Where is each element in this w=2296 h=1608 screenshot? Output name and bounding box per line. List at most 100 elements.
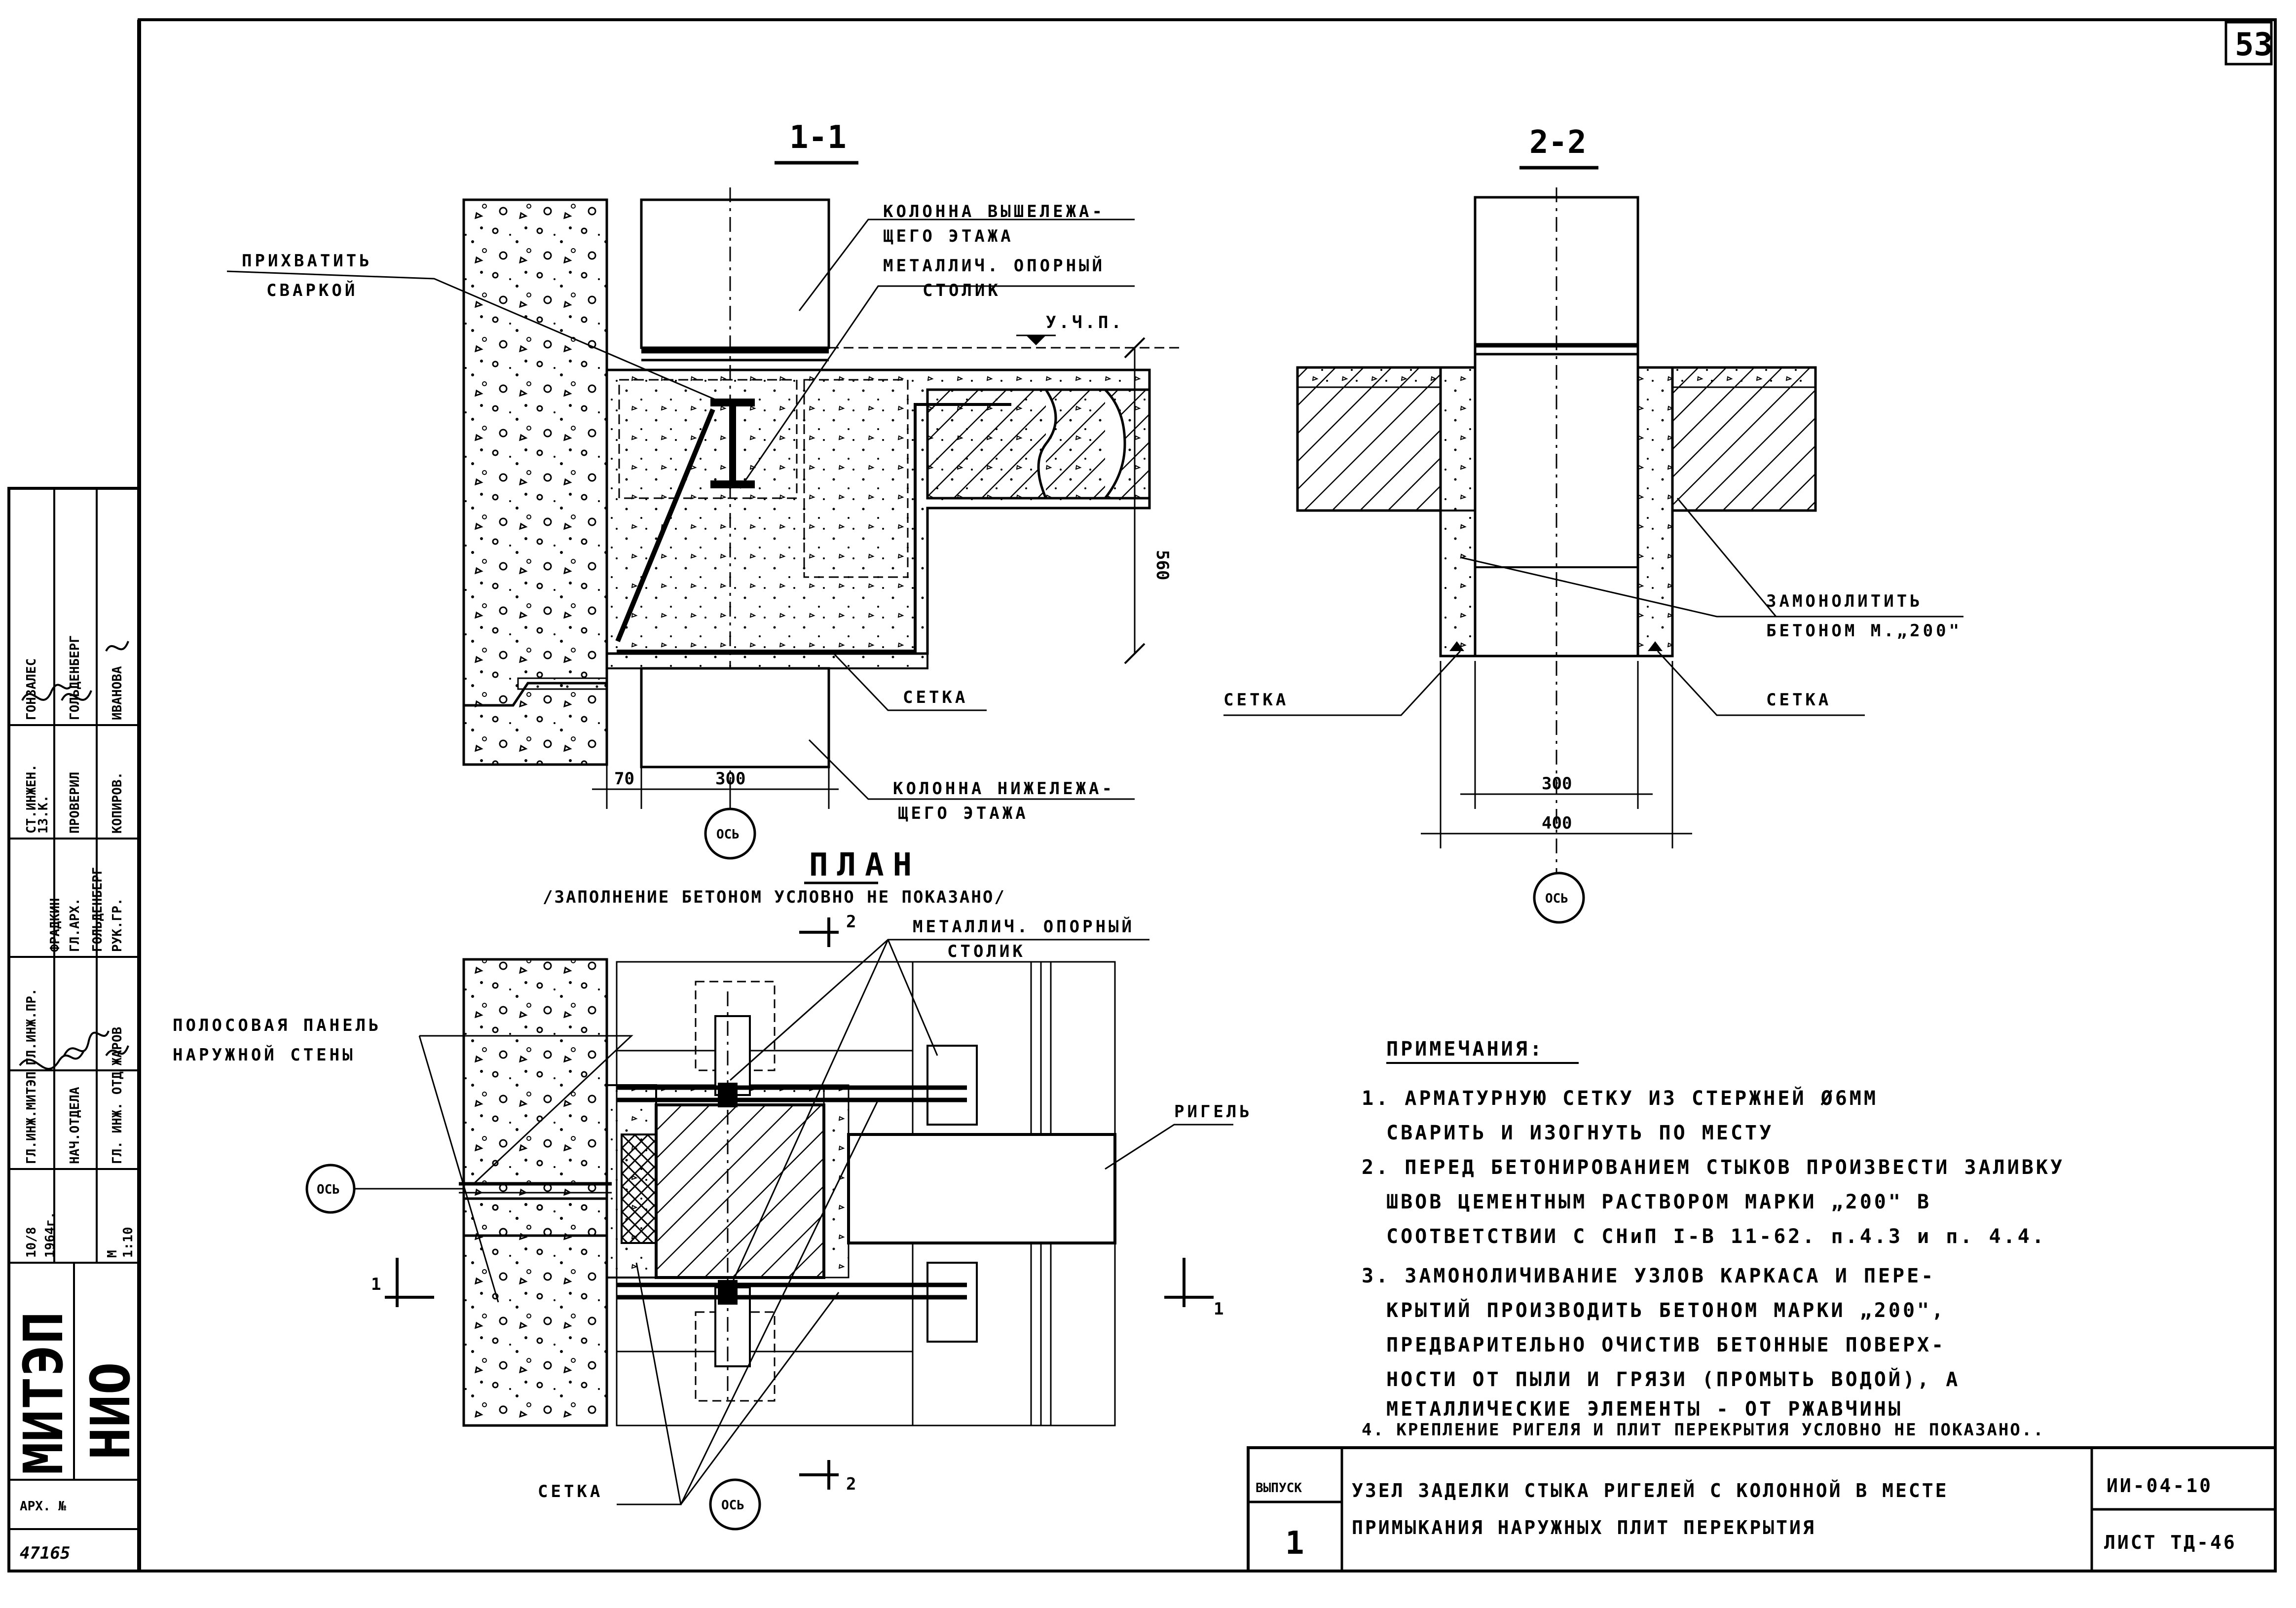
stamp-role-proveril: ПРОВЕРИЛ [68,772,82,834]
label-wall-panel-2: НАРУЖНОЙ СТЕНЫ [173,1045,356,1065]
side-stamp: ГЛ.ИНЖ.МИТЭП НАЧ.ОТДЕЛА ГЛ. ИНЖ. ОТД ГЛ.… [7,487,142,1572]
note-3-line-2: КРЫТИЙ ПРОИЗВОДИТЬ БЕТОНОМ МАРКИ „200", [1386,1298,1946,1322]
notes-title: ПРИМЕЧАНИЯ: [1386,1038,1544,1060]
dim-400-s2: 400 [1542,813,1572,833]
wall-panel-plan [462,958,608,1237]
tb-title-line-1: УЗЕЛ ЗАДЕЛКИ СТЫКА РИГЕЛЕЙ С КОЛОННОЙ В … [1352,1480,1949,1501]
stamp-role-nach: НАЧ.ОТДЕЛА [68,1087,82,1164]
axis-label-s2: ОСЬ [1545,891,1568,906]
stamp-role-glarh: ГЛ.АРХ. [68,898,82,952]
dim-70: 70 [614,769,634,789]
stamp-role-glinzh: ГЛ.ИНЖ.МИТЭП [24,1071,39,1164]
note-4: 4. КРЕПЛЕНИЕ РИГЕЛЯ И ПЛИТ ПЕРЕКРЫТИЯ УС… [1362,1420,2045,1440]
label-mesh-s2-right: СЕТКА [1766,690,1831,710]
axis-label-s1: ОСЬ [716,827,740,842]
wall-panel-s1 [462,198,608,766]
stamp-name-2: ГОЛЬДЕНБЕРГ [90,867,105,952]
wall-panel-plan-lower [462,1197,608,1427]
label-wall-panel-1: ПОЛОСОВАЯ ПАНЕЛЬ [173,1016,382,1035]
section-2-2: 2-2 300 400 ОСЬ [1223,124,1963,924]
section-1-1: 1-1 У.Ч.П. [226,119,1184,860]
lower-column-s1 [640,667,830,768]
label-metal-post-2: СТОЛИК [923,281,1001,300]
stamp-name-1: ФРАДКИН [48,898,63,952]
section-1-1-title: 1-1 [789,119,847,156]
label-metal-post-plan-2: СТОЛИК [947,942,1026,961]
metal-post-s1 [710,399,755,488]
label-weld-2: СВАРКОЙ [266,280,358,300]
floor-slab-s1 [926,388,1151,500]
stamp-arch-label: АРХ. № [20,1499,66,1514]
stamp-role-rukgr: РУК.ГР. [110,898,125,952]
axis-bubble-s1 [704,807,756,860]
axis-label-plan-left: ОСЬ [317,1182,340,1197]
title-block: ВЫПУСК 1 УЗЕЛ ЗАДЕЛКИ СТЫКА РИГЕЛЕЙ С КО… [1247,1446,2277,1572]
stamp-org-1: МИТЭП [12,1312,75,1475]
slab-right-s2 [1671,366,1817,512]
note-1-line-2: СВАРИТЬ И ИЗОГНУТЬ ПО МЕСТУ [1386,1122,1774,1144]
cut-1-left: 1 [371,1275,381,1294]
tb-sheet: ЛИСТ ТД-46 [2104,1532,2237,1553]
label-upper-column-2: ЩЕГО ЭТАЖА [883,226,1014,246]
label-rigel: РИГЕЛЬ [1174,1102,1253,1122]
stamp-arch-number: 47165 [20,1543,70,1563]
tb-series: ИИ-04-10 [2107,1475,2213,1497]
dim-300-s1: 300 [715,769,745,789]
rigel-plan [847,1133,1116,1244]
plan-title: ПЛАН [809,847,921,883]
tb-issue-label: ВЫПУСК [1256,1481,1302,1496]
tb-title-line-2: ПРИМЫКАНИЯ НАРУЖНЫХ ПЛИТ ПЕРЕКРЫТИЯ [1352,1517,1816,1538]
stamp-name-6: ИВАНОВА [110,666,125,720]
note-1-line-1: 1. АРМАТУРНУЮ СЕТКУ ИЗ СТЕРЖНЕЙ Ø6ММ [1362,1086,1878,1110]
note-2-line-1: 2. ПЕРЕД БЕТОНИРОВАНИЕМ СТЫКОВ ПРОИЗВЕСТ… [1362,1156,2065,1179]
cut-2-top: 2 [846,912,856,932]
label-mesh-plan: СЕТКА [538,1482,603,1501]
section-2-2-title: 2-2 [1529,124,1587,161]
joint-right-s2 [1636,366,1674,658]
plan-subtitle: /ЗАПОЛНЕНИЕ БЕТОНОМ УСЛОВНО НЕ ПОКАЗАНО/ [543,887,1006,907]
label-metal-post-plan-1: МЕТАЛЛИЧ. ОПОРНЫЙ [913,916,1135,937]
stamp-name-4: ГОНЗАЛЕС [24,658,39,720]
notes-block: ПРИМЕЧАНИЯ: 1. АРМАТУРНУЮ СЕТКУ ИЗ СТЕРЖ… [1362,1038,2065,1440]
stamp-date-2: 1964г. [43,1211,58,1258]
stamp-name-5: ГОЛЬДЕНБЕРГ [68,635,82,720]
note-3-line-5: МЕТАЛЛИЧЕСКИЕ ЭЛЕМЕНТЫ - ОТ РЖАВЧИНЫ [1386,1398,1903,1421]
stamp-scale: 1:10 [121,1227,136,1258]
stamp-org-2: НИО [79,1362,142,1460]
cut-1-right: 1 [1214,1299,1223,1319]
label-lower-column-1: КОЛОННА НИЖЕЛЕЖА- [893,779,1115,799]
stamp-role-stinzh: СТ.ИНЖЕН. [24,764,39,834]
mesh-s1 [617,403,1011,653]
sheet-frame [137,18,2277,1572]
stamp-date-1: 10/8 [24,1227,39,1258]
sheet-number: 53 [2235,27,2273,63]
stamp-scale-label: М [105,1250,120,1258]
dim-300-s2: 300 [1542,774,1572,794]
tb-issue-number: 1 [1285,1525,1304,1562]
label-weld-1: ПРИХВАТИТЬ [242,251,372,271]
stamp-signatures [19,641,129,1070]
upper-column-s1 [640,198,830,349]
note-3-line-4: НОСТИ ОТ ПЫЛИ И ГРЯЗИ (ПРОМЫТЬ ВОДОЙ), А [1386,1367,1960,1391]
label-monolith-1: ЗАМОНОЛИТИТЬ [1766,591,1923,611]
note-2-line-3: СООТВЕТСТВИИ С СНиП I-В 11-62. п.4.3 и п… [1386,1225,2046,1248]
label-mesh-s2-left: СЕТКА [1223,690,1289,710]
sheet-number-box [2224,21,2273,66]
axis-label-plan-bottom: ОСЬ [721,1498,744,1513]
note-2-line-2: ШВОВ ЦЕМЕНТНЫМ РАСТВОРОМ МАРКИ „200" В [1386,1191,1931,1213]
label-lower-column-2: ЩЕГО ЭТАЖА [898,804,1029,823]
slab-left-s2 [1296,366,1442,512]
note-3-line-3: ПРЕДВАРИТЕЛЬНО ОЧИСТИВ БЕТОННЫЕ ПОВЕРХ- [1386,1334,1946,1356]
label-metal-post-1: МЕТАЛЛИЧ. ОПОРНЫЙ [883,256,1105,276]
stamp-role-glpr: ГЛ.ИНЖ.ПР. [24,988,39,1065]
crosshatch-plan [621,1133,657,1244]
stamp-copy-mark: 13.К. [36,795,51,834]
stamp-role-kopirov: КОПИРОВ. [110,772,125,834]
label-ucp: У.Ч.П. [1046,313,1124,332]
label-upper-column-1: КОЛОННА ВЫШЕЛЕЖА- [883,202,1105,221]
stamp-role-glotd: ГЛ. ИНЖ. ОТД [110,1071,125,1164]
column-plan [655,1103,825,1279]
label-mesh-s1: СЕТКА [903,688,968,707]
note-3-line-1: 3. ЗАМОНОЛИЧИВАНИЕ УЗЛОВ КАРКАСА И ПЕРЕ- [1362,1265,1935,1287]
